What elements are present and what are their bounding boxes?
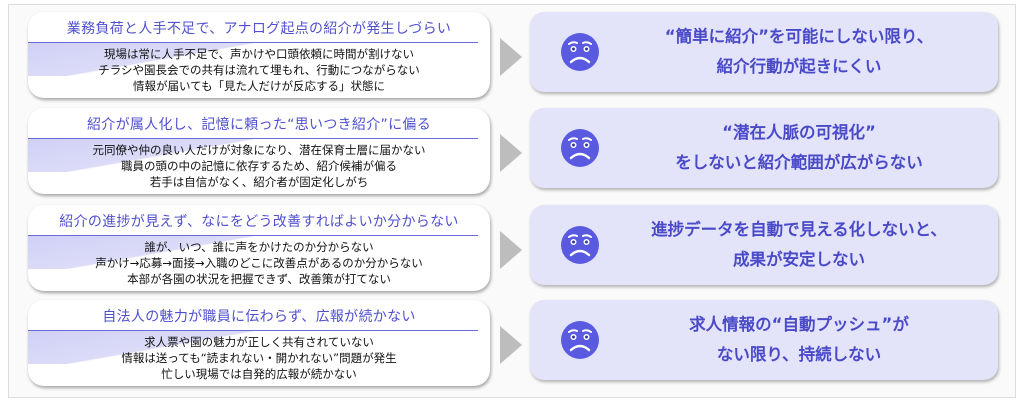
detail-line: 求人票や園の魅力が正しく共有されていない <box>144 335 374 349</box>
result-text: “簡単に紹介”を可能にしない限り、紹介行動が起きにくい <box>610 22 988 82</box>
problem-card: 自法人の魅力が職員に伝わらず、広報が続かない 求人票や園の魅力が正しく共有されて… <box>28 300 490 386</box>
divider <box>28 330 478 331</box>
result-line: 成果が安定しない <box>733 250 865 269</box>
detail-line: 元同僚や仲の良い人だけが対象になり、潜在保育士層に届かない <box>92 143 426 157</box>
problem-details: 誰が、いつ、誰に声をかけたのか分からない声かけ→応募→面接→入職のどこに改善点が… <box>28 239 490 287</box>
result-line: 紹介行動が起きにくい <box>716 57 882 76</box>
accent-wedge <box>28 235 490 269</box>
problem-card: 紹介の進捗が見えず、なにをどう改善すればよいか分からない 誰が、いつ、誰に声をか… <box>28 205 490 291</box>
problem-card: 紹介が属人化し、記憶に頼った“思いつき紹介”に偏る 元同僚や仲の良い人だけが対象… <box>28 108 490 194</box>
detail-line: 本部が各園の状況を把握できず、改善策が打てない <box>127 272 391 286</box>
triangle-right-icon <box>500 231 522 269</box>
problem-title: 自法人の魅力が職員に伝わらず、広報が続かない <box>102 309 416 325</box>
problem-details: 求人票や園の魅力が正しく共有されていない情報は送っても“読まれない・開かれない”… <box>28 334 490 382</box>
detail-line: 若手は自信がなく、紹介者が固定化しがち <box>149 175 369 189</box>
triangle-right-icon <box>500 134 522 172</box>
triangle-right-icon <box>500 38 522 76</box>
result-text: “潜在人脈の可視化” をしないと紹介範囲が広がらない <box>610 118 988 178</box>
result-line: 求人情報の“自動プッシュ”が <box>689 315 909 334</box>
result-card: “簡単に紹介”を可能にしない限り、紹介行動が起きにくい <box>530 12 998 92</box>
result-card: 進捗データを自動で見える化しないと、成果が安定しない <box>530 205 998 285</box>
detail-line: 現場は常に人手不足で、声かけや口頭依頼に時間が割けない <box>103 47 415 61</box>
divider <box>28 235 478 236</box>
worried-face-icon <box>561 33 599 71</box>
problem-details: 現場は常に人手不足で、声かけや口頭依頼に時間が割けないチラシや園長会での共有は流… <box>28 46 490 94</box>
divider <box>28 42 478 43</box>
result-text: 求人情報の“自動プッシュ”がない限り、持続しない <box>610 310 988 370</box>
detail-line: 誰が、いつ、誰に声をかけたのか分からない <box>144 240 374 254</box>
problem-row: 紹介の進捗が見えず、なにをどう改善すればよいか分からない 誰が、いつ、誰に声をか… <box>28 205 1008 295</box>
worried-face-icon <box>561 129 599 167</box>
detail-line: 情報が届いても「見た人だけが反応する」状態に <box>132 79 386 93</box>
result-line: をしないと紹介範囲が広がらない <box>675 153 923 172</box>
problem-row: 紹介が属人化し、記憶に頼った“思いつき紹介”に偏る 元同僚や仲の良い人だけが対象… <box>28 108 1008 198</box>
result-line: 進捗データを自動で見える化しないと、 <box>651 220 947 239</box>
result-line: “潜在人脈の可視化” <box>722 123 876 142</box>
detail-line: チラシや園長会での共有は流れて埋もれ、行動につながらない <box>98 63 420 77</box>
result-card: “潜在人脈の可視化” をしないと紹介範囲が広がらない <box>530 108 998 188</box>
problem-details: 元同僚や仲の良い人だけが対象になり、潜在保育士層に届かない職員の頭の中の記憶に依… <box>28 142 490 190</box>
problem-card: 業務負荷と人手不足で、アナログ起点の紹介が発生しづらい 現場は常に人手不足で、声… <box>28 12 490 98</box>
problem-title: 紹介が属人化し、記憶に頼った“思いつき紹介”に偏る <box>86 117 431 133</box>
problem-row: 業務負荷と人手不足で、アナログ起点の紹介が発生しづらい 現場は常に人手不足で、声… <box>28 12 1008 102</box>
result-line: “簡単に紹介”を可能にしない限り、 <box>664 27 934 46</box>
accent-wedge <box>28 138 490 172</box>
detail-line: 声かけ→応募→面接→入職のどこに改善点があるのか分からない <box>95 256 423 270</box>
result-card: 求人情報の“自動プッシュ”がない限り、持続しない <box>530 300 998 380</box>
worried-face-icon <box>561 321 599 359</box>
result-line: ない限り、持続しない <box>716 345 882 364</box>
divider <box>28 138 478 139</box>
detail-line: 職員の頭の中の記憶に依存するため、紹介候補が偏る <box>121 159 397 173</box>
accent-wedge <box>28 330 490 364</box>
problem-title: 紹介の進捗が見えず、なにをどう改善すればよいか分からない <box>59 214 459 230</box>
accent-wedge <box>28 42 490 76</box>
detail-line: 忙しい現場では自発的広報が続かない <box>161 367 357 381</box>
triangle-right-icon <box>500 326 522 364</box>
problem-row: 自法人の魅力が職員に伝わらず、広報が続かない 求人票や園の魅力が正しく共有されて… <box>28 300 1008 390</box>
result-text: 進捗データを自動で見える化しないと、成果が安定しない <box>610 215 988 275</box>
detail-line: 情報は送っても“読まれない・開かれない”問題が発生 <box>121 351 397 365</box>
problem-title: 業務負荷と人手不足で、アナログ起点の紹介が発生しづらい <box>66 21 452 37</box>
worried-face-icon <box>561 226 599 264</box>
